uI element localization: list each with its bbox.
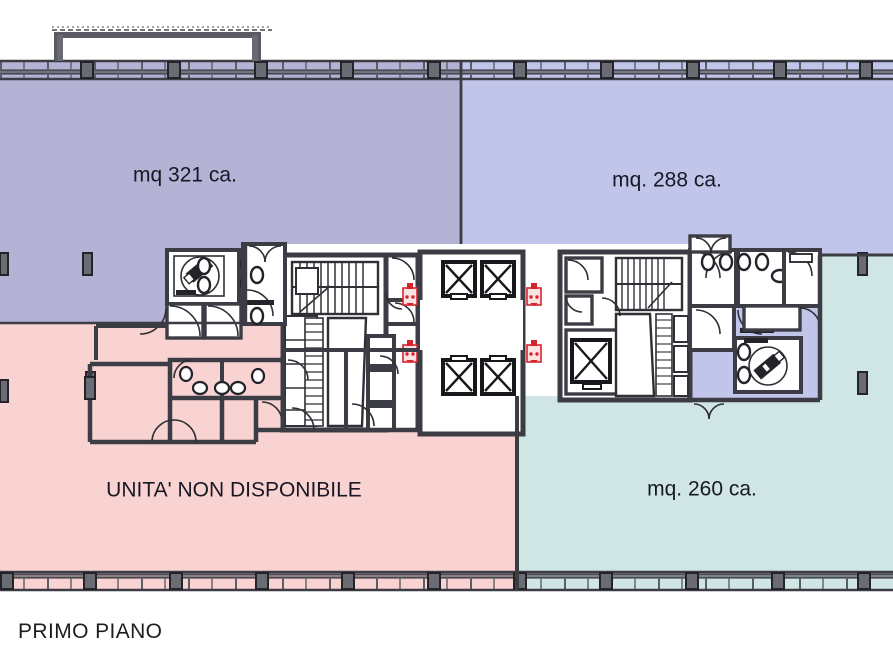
zone-label-288: mq. 288 ca. xyxy=(612,169,722,192)
left-stair-core xyxy=(280,252,396,433)
structural-column-markers-top xyxy=(80,61,873,79)
stair-treads-right-lower xyxy=(655,313,673,397)
zone-label-unavailable: UNITA' NON DISPONIBILE xyxy=(106,479,362,502)
zone-unit-unavailable[interactable] xyxy=(0,244,517,590)
accessible-fixture-icon-right xyxy=(753,350,786,380)
elevator-car-1 xyxy=(441,260,477,300)
exterior-wall-bottom xyxy=(0,570,893,592)
zone-boundaries xyxy=(0,61,463,325)
zone-label-260: mq. 260 ca. xyxy=(647,478,757,501)
zone-label-321: mq 321 ca. xyxy=(133,164,237,187)
exterior-wall-top xyxy=(0,59,893,81)
fire-extinguisher-icon-4 xyxy=(526,340,542,363)
elevator-car-3 xyxy=(441,355,477,396)
elevator-car-2 xyxy=(480,260,516,300)
floor-caption: PRIMO PIANO xyxy=(18,620,162,643)
elevator-lobby xyxy=(417,249,526,437)
lower-left-rooms xyxy=(84,307,420,445)
fire-extinguisher-icon-1 xyxy=(402,283,418,306)
left-restroom-cluster xyxy=(165,242,287,340)
elevator-car-right xyxy=(570,338,612,390)
zone-unit-321[interactable] xyxy=(0,61,461,323)
right-restroom-cluster xyxy=(688,234,822,394)
zone-unit-260[interactable] xyxy=(517,255,893,590)
terrace-projection xyxy=(52,26,272,61)
elevator-car-4 xyxy=(480,355,516,396)
right-lower-partitions xyxy=(515,253,893,590)
stair-treads-left-lower xyxy=(304,317,324,427)
right-stair-core xyxy=(557,249,693,403)
fire-extinguisher-icon-3 xyxy=(526,283,542,306)
